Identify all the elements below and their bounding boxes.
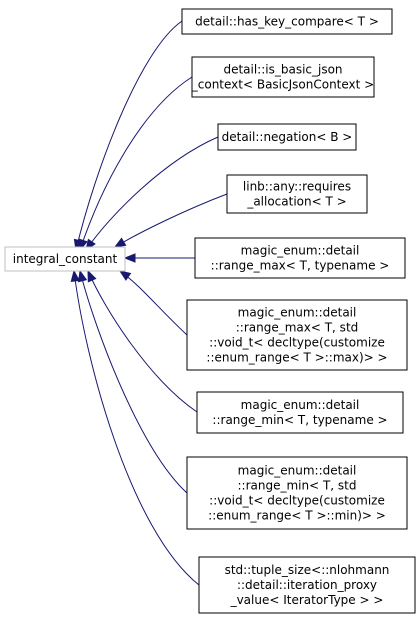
derived-class-range-min-void-t-label-line: ::enum_range< T >::min)> > xyxy=(208,509,386,523)
derived-class-has-key-compare-label-line: detail::has_key_compare< T > xyxy=(195,15,379,29)
derived-class-range-max-typename-label-line: magic_enum::detail xyxy=(241,244,360,258)
inheritance-edge-any-requires-allocation xyxy=(114,193,228,248)
inheritance-edge-has-key-compare xyxy=(75,20,183,251)
derived-class-tuple-size-iteration-proxy-label-line: std::tuple_size<::nlohmann xyxy=(225,563,390,577)
derived-class-range-max-void-t-label-line: magic_enum::detail xyxy=(238,306,357,320)
base-class-integral-constant-label-line: integral_constant xyxy=(13,252,118,266)
derived-class-range-min-typename-box xyxy=(196,391,404,434)
derived-class-range-min-void-t-label-line: ::void_t< decltype(customize xyxy=(209,494,385,508)
derived-class-has-key-compare[interactable]: detail::has_key_compare< T > xyxy=(181,8,393,35)
inheritance-edge-range-min-typename xyxy=(87,270,198,413)
derived-class-range-max-void-t[interactable]: magic_enum::detail::range_max< T, std::v… xyxy=(186,299,408,371)
inheritance-arrowhead-range-min-void-t xyxy=(77,269,88,283)
inheritance-arrowhead-range-min-typename xyxy=(87,269,97,283)
derived-class-has-key-compare-box xyxy=(181,8,393,35)
derived-class-tuple-size-iteration-proxy-label-line: _value< IteratorType > > xyxy=(230,593,384,607)
inheritance-edge-negation xyxy=(85,136,219,251)
derived-class-range-max-void-t-label-line: ::void_t< decltype(customize xyxy=(209,336,385,350)
inheritance-edge-tuple-size-iteration-proxy xyxy=(73,270,200,586)
derived-class-range-max-void-t-box xyxy=(186,299,408,371)
inheritance-edge-range-max-void-t xyxy=(119,270,188,336)
inheritance-arrowhead-any-requires-allocation xyxy=(113,237,127,248)
inheritance-edge-is-basic-json-context xyxy=(79,76,193,251)
derived-class-negation-box xyxy=(217,123,357,151)
inheritance-edges xyxy=(70,20,228,586)
base-class-integral-constant-box xyxy=(4,246,126,272)
base-class-integral-constant: integral_constant xyxy=(4,246,126,272)
derived-class-tuple-size-iteration-proxy-box xyxy=(198,556,416,614)
derived-class-tuple-size-iteration-proxy-label-line: ::detail::iteration_proxy xyxy=(237,578,377,592)
derived-class-negation-label-line: detail::negation< B > xyxy=(222,130,353,144)
inheritance-edge-range-min-void-t xyxy=(79,270,188,494)
derived-class-negation[interactable]: detail::negation< B > xyxy=(217,123,357,151)
derived-class-range-min-typename[interactable]: magic_enum::detail::range_min< T, typena… xyxy=(196,391,404,434)
derived-class-any-requires-allocation-label-line: linb::any::requires xyxy=(243,180,351,194)
derived-class-range-min-void-t-label-line: ::range_min< T, std xyxy=(237,479,356,493)
derived-class-range-max-typename-label-line: ::range_max< T, typename > xyxy=(211,259,390,273)
derived-class-range-min-typename-label-line: magic_enum::detail xyxy=(241,398,360,412)
inheritance-arrowhead-range-max-void-t xyxy=(118,270,132,281)
derived-class-is-basic-json-context-box xyxy=(191,56,375,98)
derived-class-range-min-void-t[interactable]: magic_enum::detail::range_min< T, std::v… xyxy=(186,456,408,530)
derived-class-any-requires-allocation-box xyxy=(226,174,368,214)
class-nodes: integral_constant detail::has_key_compare… xyxy=(4,8,416,614)
derived-class-range-max-void-t-label-line: ::range_max< T, std xyxy=(236,321,359,335)
derived-class-range-max-typename-box xyxy=(194,237,406,279)
derived-class-is-basic-json-context-label-line: detail::is_basic_json xyxy=(223,63,342,77)
derived-class-is-basic-json-context[interactable]: detail::is_basic_json_context< BasicJson… xyxy=(191,56,375,98)
derived-class-range-min-void-t-box xyxy=(186,456,408,530)
derived-class-any-requires-allocation-label-line: _allocation< T > xyxy=(246,195,346,209)
derived-class-any-requires-allocation[interactable]: linb::any::requires_allocation< T > xyxy=(226,174,368,214)
inheritance-arrowhead-range-max-typename xyxy=(123,253,136,263)
derived-class-range-max-typename[interactable]: magic_enum::detail::range_max< T, typena… xyxy=(194,237,406,279)
derived-class-range-min-void-t-label-line: magic_enum::detail xyxy=(238,464,357,478)
derived-class-is-basic-json-context-label-line: _context< BasicJsonContext > xyxy=(191,78,374,92)
inheritance-arrowhead-tuple-size-iteration-proxy xyxy=(70,269,80,283)
derived-class-tuple-size-iteration-proxy[interactable]: std::tuple_size<::nlohmann::detail::iter… xyxy=(198,556,416,614)
derived-class-range-min-typename-label-line: ::range_min< T, typename > xyxy=(212,413,387,427)
derived-class-range-max-void-t-label-line: ::enum_range< T >::max)> > xyxy=(206,351,387,365)
